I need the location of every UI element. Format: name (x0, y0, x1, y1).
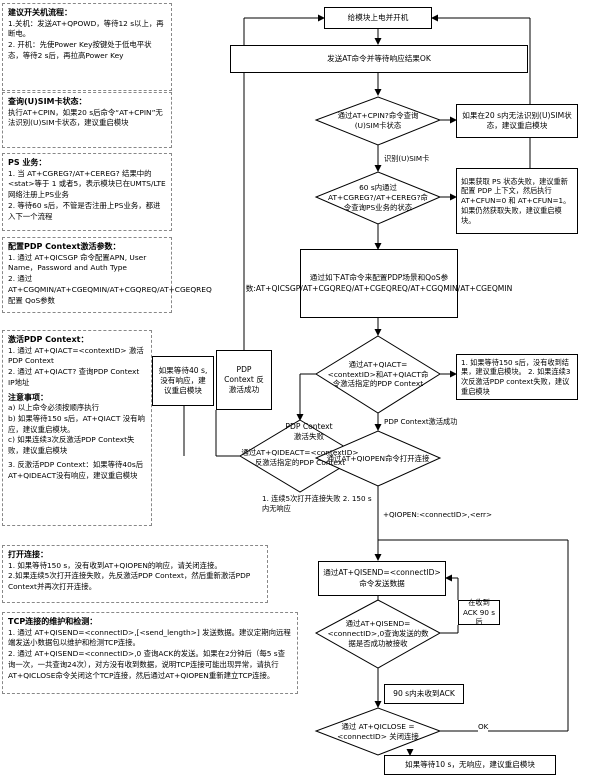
diamond-deact (239, 419, 361, 493)
note-pdpcfg-title: 配置PDP Context激活参数： (8, 242, 121, 251)
note-ps-title: PS 业务： (8, 158, 47, 167)
label-act-fail: PDP Context激活失败 (285, 421, 333, 441)
diamond-query (314, 599, 442, 669)
box-ps-fail: 如果获取 PS 状态失败，建议重新配置 PDP 上下文，然后执行 AT+CFUN… (456, 168, 578, 234)
note-pdpact-c: c) 如果连续3次反激活PDP Context失败，建议重启模块 (8, 435, 135, 456)
note-pdpcfg-line2: 2. 通过 AT+CGQMIN/AT+CGEQMIN/AT+CGQREQ/AT+… (8, 274, 212, 305)
diamond-qiact (315, 335, 441, 414)
label-open-fail: 1. 连续5次打开连接失败 2. 150 s内无响应 (262, 494, 372, 513)
box-send-at: 发送AT命令并等待响应结果OK (230, 45, 528, 73)
box-sim-fail: 如果在20 s内无法识别(U)SIM状态，建议重启模块 (456, 104, 578, 138)
box-send-data: 通过AT+QISEND=<connectID>命令发送数据 (318, 561, 446, 596)
note-ps-line2: 2. 等待60 s后，不管是否注册上PS业务，都进入下一个流程 (8, 200, 161, 221)
box-ack-90s: 在收到ACK 90 s后 (458, 598, 500, 626)
note-pdpact-title: 激活PDP Context： (8, 335, 89, 344)
note-pdpact-line1: 1. 通过 AT+QIACT=<contextID> 激活PDP Context (8, 345, 144, 366)
diamond-open (314, 430, 442, 487)
note-pdpact-line2: 2. 通过 AT+QIACT? 查询PDP Context IP地址 (8, 367, 140, 387)
diamond-qiact-text: 通过AT+QIACT=<contextID>和AT+QIACT命令激活指定的PD… (327, 359, 429, 389)
label-ok: OK (478, 722, 489, 732)
label-sim-ok: 识别(U)SIM卡 (384, 154, 430, 164)
note-pdpact-line3: 3. 反激活PDP Context：如果等待40s后AT+QIDEACT没有响应… (8, 459, 144, 480)
note-tcp-line2: 2. 通过 AT+QISEND=<connectID>,0 查询ACK的发送。如… (8, 649, 286, 680)
note-pdpact-b: b) 如果等待150 s后，AT+QIACT 没有响应，建议重启模块。 (8, 413, 145, 434)
note-open-line1: 1. 如果等待150 s，没有收到AT+QIOPEN的响应，请关闭连接。 (8, 560, 222, 570)
diamond-cpin (314, 96, 442, 146)
note-sim-status: 查询(U)SIM卡状态： 执行AT+CPIN，如果20 s后命令“AT+CPIN… (2, 92, 172, 148)
note-power-line1: 1.关机：发送AT+QPOWD，等待12 s以上，再断电。 (8, 18, 164, 39)
note-pdp-activate: 激活PDP Context： 1. 通过 AT+QIACT=<contextID… (2, 330, 152, 526)
box-config-qos: 通过如下AT命令来配置PDP场景和QoS参数:AT+QICSGP/AT+CGQR… (246, 249, 512, 318)
box-deact-success: PDP Context 反激活成功 (216, 350, 272, 410)
box-power-on: 给模块上电并开机 (324, 7, 432, 29)
diamond-query-text: 通过AT+QISEND=<connectID>,0查询发送的数据是否成功被接收 (327, 619, 429, 648)
note-ps-line1: 1. 当 AT+CGREG?/AT+CEREG? 结果中的<stat>等于 1 … (8, 168, 166, 200)
diamond-close (314, 707, 442, 756)
note-pdpact-a: a) 以上命令必须按顺序执行 (8, 403, 100, 413)
note-power-title: 建议开关机流程： (8, 8, 72, 17)
box-close-fail: 如果等待10 s，无响应，建议重启模块 (384, 755, 556, 775)
note-ps-service: PS 业务： 1. 当 AT+CGREG?/AT+CEREG? 结果中的<sta… (2, 153, 172, 231)
note-sim-line1: 执行AT+CPIN，如果20 s后命令“AT+CPIN”无法识别(U)SIM卡状… (8, 107, 163, 128)
diamond-cpin-text: 通过AT+CPIN?命令查询(U)SIM卡状态 (337, 111, 419, 130)
box-qiact-fail: 1. 如果等待150 s后，没有收到结果，建议重启模块。 2. 如果连续3次反激… (456, 354, 578, 400)
note-open-connection: 打开连接： 1. 如果等待150 s，没有收到AT+QIOPEN的响应，请关闭连… (2, 545, 268, 603)
label-act-success: PDP Context激活成功 (384, 417, 458, 427)
label-open-result: +QIOPEN:<connectID>,<err> (383, 510, 493, 520)
note-open-line2: 2.如果连续5次打开连接失败，先反激活PDP Context，然后重新激活PDP… (8, 571, 251, 592)
note-tcp-maintenance: TCP连接的维护和检测： 1. 通过 AT+QISEND=<connectID>… (2, 612, 298, 694)
note-open-title: 打开连接： (8, 550, 48, 559)
note-power-line2: 2. 开机：先使Power Key按键处于低电平状态，等待2 s后，再拉高Pow… (8, 40, 152, 60)
box-no-ack: 90 s内未收到ACK (384, 684, 464, 704)
box-reboot-40s: 如果等待40 s,没有响应，建议重启模块 (152, 356, 214, 406)
note-power-on-off: 建议开关机流程： 1.关机：发送AT+QPOWD，等待12 s以上，再断电。 2… (2, 3, 172, 91)
diamond-deact-text: 通过AT+QIDEACT=<contextID>反激活指定的PDP Contex… (241, 448, 359, 467)
diamond-cgreg-text: 60 s内通过AT+CGREG?/AT+CEREG?命令查询PS业务的状态 (328, 183, 428, 212)
diamond-cgreg (314, 171, 442, 225)
note-pdpact-subtitle: 注意事项： (8, 392, 48, 402)
note-pdp-config: 配置PDP Context激活参数： 1. 通过 AT+QICSGP 命令配置A… (2, 237, 212, 313)
note-pdpcfg-line1: 1. 通过 AT+QICSGP 命令配置APN, User Name，Passw… (8, 252, 147, 273)
note-sim-title: 查询(U)SIM卡状态： (8, 97, 87, 106)
diamond-open-text: 通过AT+QIOPEN命令打开连接 (326, 453, 430, 463)
note-tcp-line1: 1. 通过 AT+QISEND=<connectID>,[<send_lengt… (8, 627, 291, 648)
note-tcp-title: TCP连接的维护和检测： (8, 617, 98, 626)
diamond-close-text: 通过 AT+QICLOSE =<connectID> 关闭连接 (337, 721, 419, 741)
